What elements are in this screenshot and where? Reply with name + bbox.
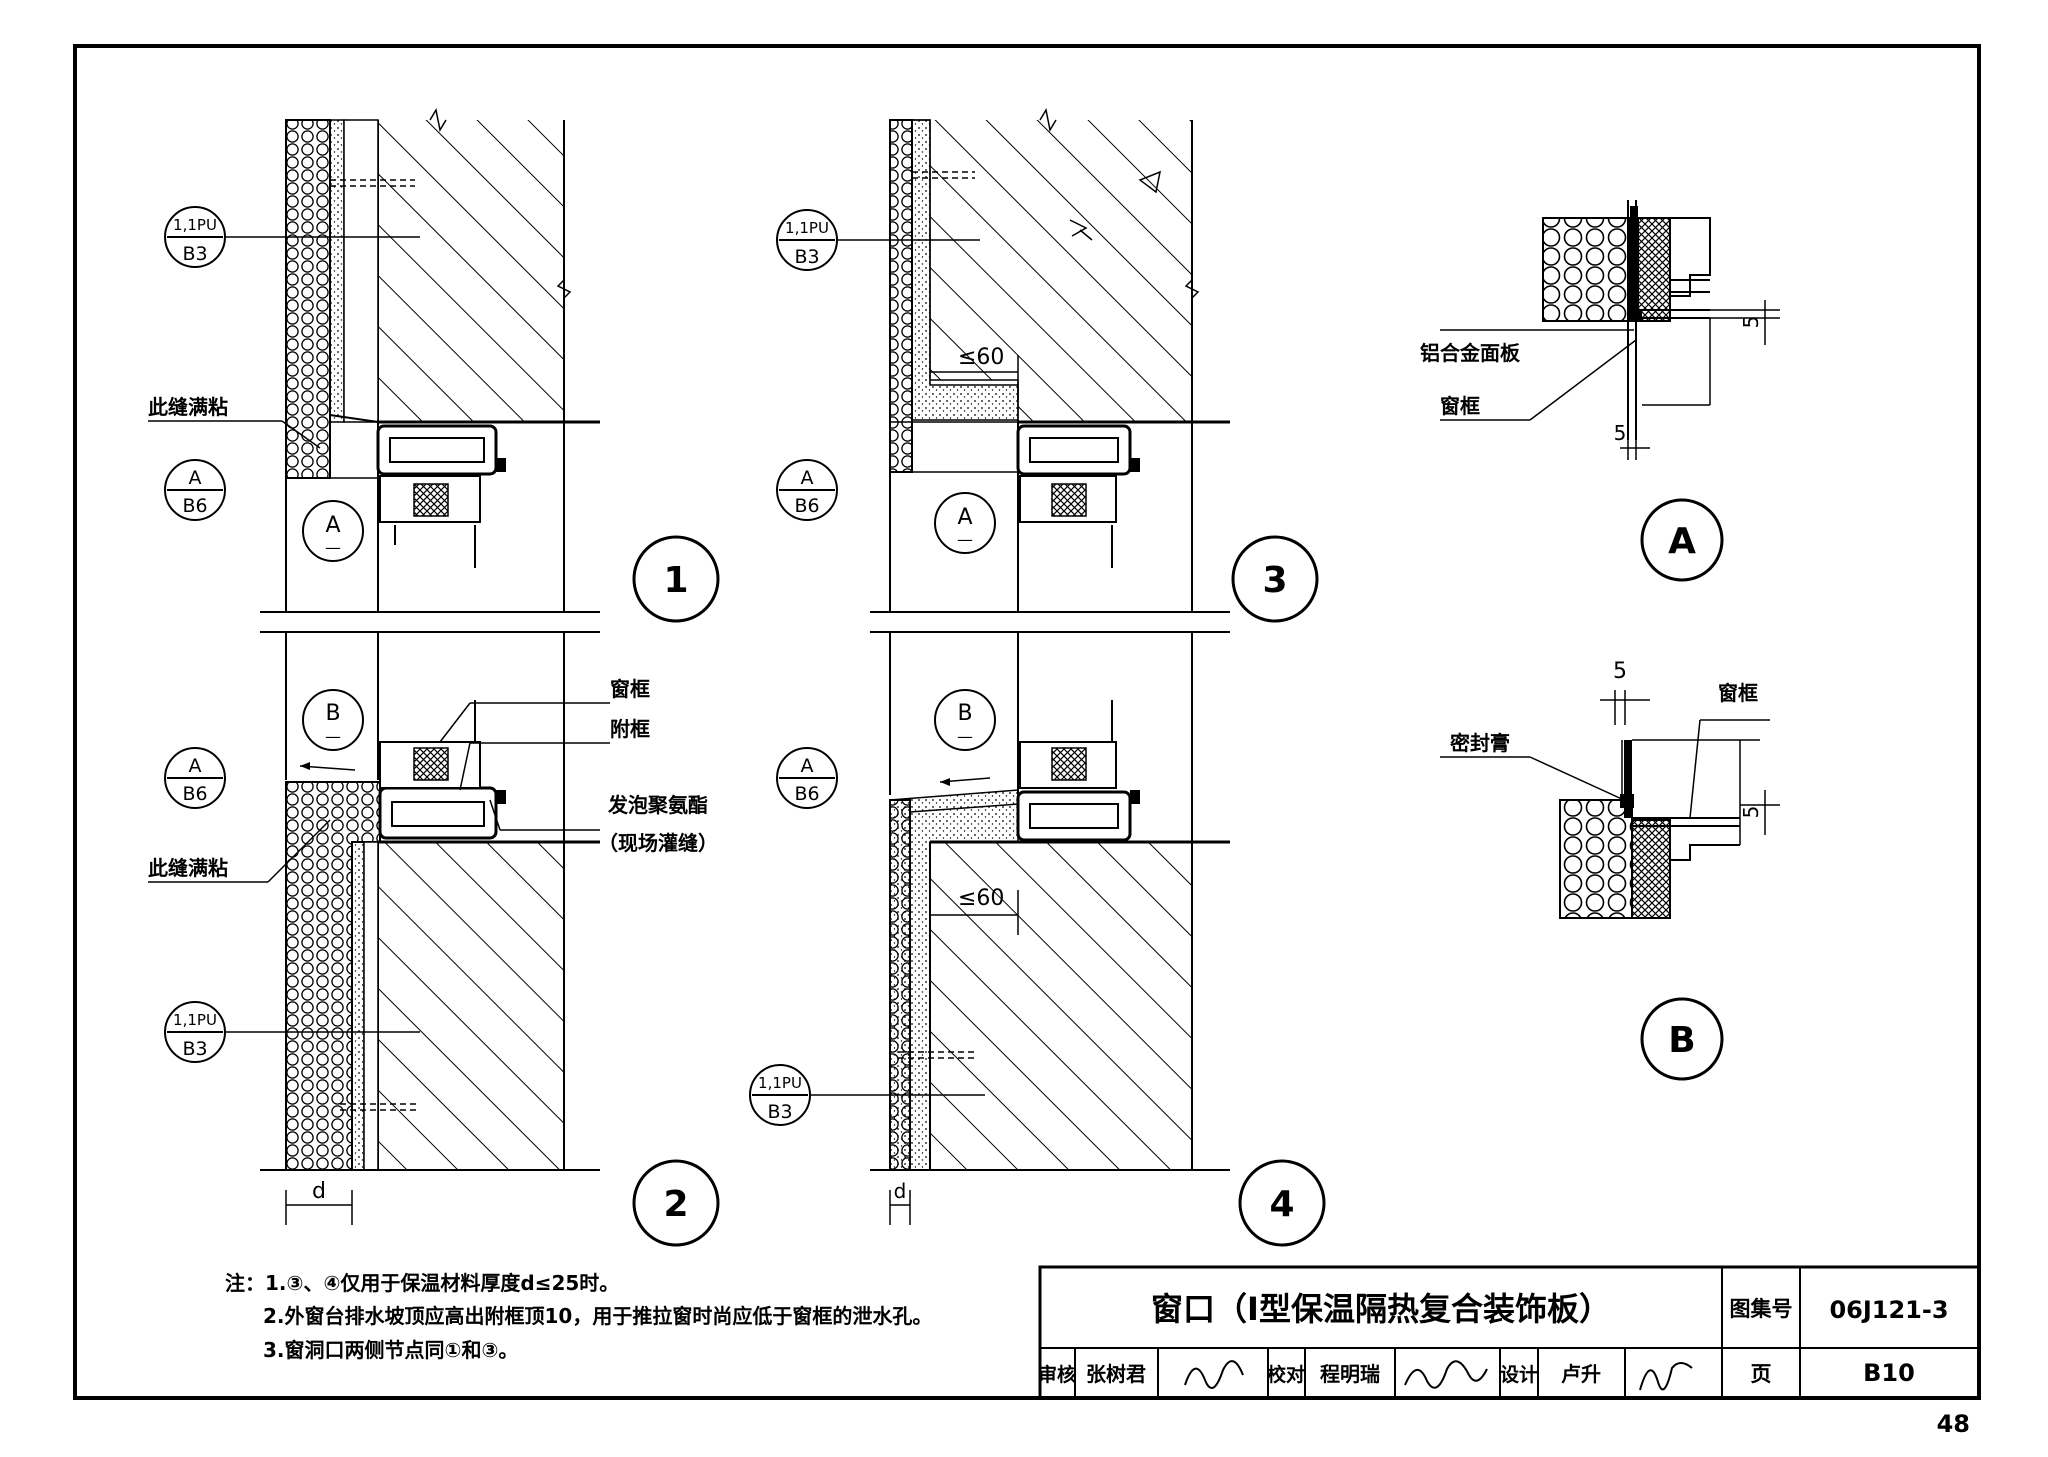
svg-text:5: 5 [1739, 316, 1763, 329]
svg-text:A: A [801, 755, 814, 777]
svg-text:3.窗洞口两侧节点同①和③。: 3.窗洞口两侧节点同①和③。 [263, 1338, 518, 1362]
svg-text:B: B [325, 701, 340, 726]
svg-text:1,1PU: 1,1PU [785, 219, 829, 237]
svg-text:A: A [189, 467, 202, 489]
svg-text:5: 5 [1613, 659, 1627, 684]
svg-text:B10: B10 [1863, 1359, 1915, 1387]
svg-text:B3: B3 [767, 1101, 792, 1123]
leader-lines [148, 236, 985, 1096]
svg-text:B6: B6 [182, 495, 207, 517]
svg-text:1: 1 [663, 560, 688, 601]
svg-text:程明瑞: 程明瑞 [1320, 1362, 1380, 1386]
svg-text:B: B [957, 701, 972, 726]
detail-4 [870, 631, 1230, 1225]
svg-text:窗框: 窗框 [1440, 394, 1480, 418]
detail-a [1440, 200, 1780, 460]
svg-text:B3: B3 [182, 1038, 207, 1060]
svg-text:窗框: 窗框 [610, 677, 650, 701]
callout-texts: 1,1PU B3 A B6 A — B — A B6 1,1PU B3 1,1P… [173, 216, 973, 1123]
svg-text:铝合金面板: 铝合金面板 [1420, 341, 1521, 365]
svg-text:1,1PU: 1,1PU [758, 1074, 802, 1092]
svg-text:B: B [1668, 1020, 1695, 1061]
svg-text:B3: B3 [182, 243, 207, 265]
svg-text:B3: B3 [794, 246, 819, 268]
svg-text:—: — [325, 538, 341, 557]
svg-text:审核: 审核 [1038, 1363, 1076, 1386]
callout-bubbles [164, 206, 996, 1126]
sheet-border [73, 44, 1981, 1400]
svg-text:A: A [1668, 521, 1696, 562]
svg-text:张树君: 张树君 [1086, 1362, 1146, 1386]
svg-text:06J121-3: 06J121-3 [1829, 1296, 1948, 1324]
title-block-frame [1038, 1265, 1981, 1400]
svg-text:3: 3 [1262, 560, 1287, 601]
notes: 注：1.③、④仅用于保温材料厚度d≤25时。 2.外窗台排水坡顶应高出附框顶10… [225, 1271, 932, 1362]
svg-text:B6: B6 [794, 783, 819, 805]
svg-text:A: A [957, 505, 972, 530]
svg-text:5: 5 [1614, 421, 1627, 445]
svg-text:卢升: 卢升 [1561, 1362, 1601, 1386]
svg-text:A: A [325, 513, 340, 538]
svg-text:此缝满粘: 此缝满粘 [148, 395, 228, 419]
svg-text:5: 5 [1739, 806, 1763, 819]
svg-text:A: A [189, 755, 202, 777]
svg-text:发泡聚氨酯: 发泡聚氨酯 [607, 793, 708, 817]
svg-text:A: A [801, 467, 814, 489]
svg-text:附框: 附框 [610, 717, 650, 741]
svg-text:≤60: ≤60 [958, 886, 1004, 911]
svg-text:—: — [325, 727, 341, 746]
detail-number-texts: 1 2 3 4 A B [663, 521, 1696, 1225]
svg-text:窗口（Ⅰ型保温隔热复合装饰板）: 窗口（Ⅰ型保温隔热复合装饰板） [1151, 1290, 1611, 1328]
svg-text:1,1PU: 1,1PU [173, 1011, 217, 1029]
detail-b [1440, 690, 1780, 919]
label-texts: 此缝满粘 此缝满粘 窗框 附框 发泡聚氨酯 （现场灌缝） 铝合金面板 窗框 密封… [148, 316, 1763, 1204]
svg-text:窗框: 窗框 [1718, 681, 1758, 705]
svg-text:2: 2 [663, 1184, 688, 1225]
svg-text:（现场灌缝）: （现场灌缝） [598, 831, 718, 855]
svg-text:密封膏: 密封膏 [1450, 731, 1510, 755]
detail-1 [260, 107, 600, 613]
svg-text:2.外窗台排水坡顶应高出附框顶10，用于推拉窗时尚应低于窗框: 2.外窗台排水坡顶应高出附框顶10，用于推拉窗时尚应低于窗框的泄水孔。 [263, 1304, 932, 1328]
title-block-texts: 窗口（Ⅰ型保温隔热复合装饰板） 图集号 06J121-3 页 B10 审核 张树… [1038, 1290, 1949, 1387]
svg-text:此缝满粘: 此缝满粘 [148, 856, 228, 880]
svg-text:B6: B6 [182, 783, 207, 805]
svg-text:d: d [894, 1179, 907, 1203]
svg-text:B6: B6 [794, 495, 819, 517]
page-number: 48 [1937, 1410, 1970, 1438]
svg-text:—: — [957, 530, 973, 549]
svg-text:—: — [957, 727, 973, 746]
svg-text:设计: 设计 [1500, 1364, 1538, 1386]
svg-text:1,1PU: 1,1PU [173, 216, 217, 234]
svg-text:d: d [312, 1179, 326, 1204]
detail-3 [870, 107, 1230, 613]
detail-circles [632, 498, 1724, 1247]
svg-text:页: 页 [1751, 1362, 1772, 1386]
svg-text:校对: 校对 [1267, 1363, 1305, 1386]
svg-text:图集号: 图集号 [1730, 1297, 1793, 1321]
svg-text:注：1.③、④仅用于保温材料厚度d≤25时。: 注：1.③、④仅用于保温材料厚度d≤25时。 [225, 1271, 619, 1295]
detail-2 [260, 631, 600, 1225]
svg-text:≤60: ≤60 [958, 345, 1004, 370]
svg-text:4: 4 [1269, 1184, 1294, 1225]
